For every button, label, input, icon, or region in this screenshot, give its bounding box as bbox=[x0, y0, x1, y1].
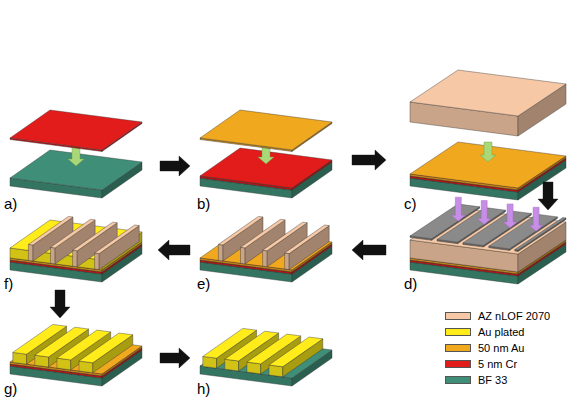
legend-swatch bbox=[445, 344, 471, 352]
placement-arrow bbox=[480, 142, 496, 162]
layer-front bbox=[57, 358, 71, 370]
layer-front bbox=[13, 352, 27, 364]
layer-top bbox=[410, 142, 566, 188]
legend-text: 50 nm Au bbox=[478, 343, 524, 354]
layer-top bbox=[410, 70, 566, 116]
legend-text: BF 33 bbox=[478, 375, 507, 386]
layer-front bbox=[241, 247, 246, 264]
legend-text: AZ nLOF 2070 bbox=[478, 311, 550, 322]
step-arrow bbox=[160, 156, 190, 176]
layer-front bbox=[225, 359, 239, 371]
legend-swatch bbox=[445, 376, 471, 384]
step-label: e) bbox=[197, 276, 210, 291]
layer-top bbox=[269, 337, 323, 367]
step-arrow bbox=[158, 240, 190, 260]
step-label: g) bbox=[4, 381, 17, 396]
legend-swatch bbox=[445, 360, 471, 368]
legend-swatch bbox=[445, 312, 471, 320]
layer-top bbox=[200, 110, 332, 150]
step-arrow bbox=[352, 150, 386, 170]
uv-exposure-arrow bbox=[477, 201, 491, 225]
layer-front bbox=[269, 365, 283, 377]
layer-front bbox=[28, 244, 33, 261]
layer-front bbox=[285, 253, 290, 270]
uv-exposure-arrow bbox=[503, 204, 517, 228]
layer-top bbox=[10, 110, 142, 150]
layer-front bbox=[51, 247, 56, 264]
step-label: d) bbox=[404, 276, 417, 291]
layer-top bbox=[285, 225, 330, 254]
legend-swatch bbox=[445, 328, 471, 336]
layer-front bbox=[95, 253, 100, 270]
step-arrow bbox=[50, 290, 70, 318]
layer-top bbox=[79, 333, 133, 363]
step-label: b) bbox=[197, 196, 210, 211]
layer-front bbox=[218, 244, 223, 261]
step-label: c) bbox=[404, 196, 417, 211]
layer-front bbox=[35, 355, 49, 367]
step-arrow bbox=[538, 182, 558, 210]
uv-exposure-arrow bbox=[451, 197, 465, 221]
layer-front bbox=[247, 362, 261, 374]
step-label: f) bbox=[4, 276, 13, 291]
layer-front bbox=[263, 250, 268, 267]
layer-top bbox=[515, 218, 566, 250]
step-label: a) bbox=[4, 196, 17, 211]
step-arrow bbox=[352, 240, 386, 260]
uv-exposure-arrow bbox=[529, 207, 543, 231]
step-label: h) bbox=[197, 381, 210, 396]
legend-text: Au plated bbox=[478, 327, 524, 338]
layer-front bbox=[79, 361, 93, 373]
legend-text: 5 nm Cr bbox=[478, 359, 517, 370]
layer-front bbox=[73, 250, 78, 267]
step-arrow bbox=[160, 348, 190, 368]
layer-front bbox=[203, 356, 217, 368]
layer-top bbox=[95, 225, 140, 254]
